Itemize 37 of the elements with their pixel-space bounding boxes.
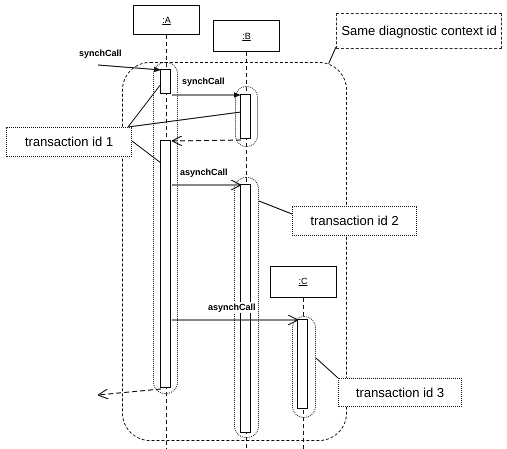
message-arrow xyxy=(98,64,162,72)
edge-label: asynchCall xyxy=(179,167,229,178)
note-text: transaction id 1 xyxy=(24,134,114,150)
object-box xyxy=(270,266,336,298)
leader-line xyxy=(128,112,242,128)
transaction-group xyxy=(234,86,258,146)
return-arrow xyxy=(98,388,162,400)
edge-label: synchCall xyxy=(181,76,226,87)
leader-line xyxy=(128,84,162,128)
note-text: Same diagnostic context id xyxy=(340,23,498,39)
edge-label: asynchCall xyxy=(207,302,257,313)
message-arrow xyxy=(172,314,298,326)
transaction-group xyxy=(152,62,178,394)
leader-line xyxy=(316,358,338,378)
transaction-group xyxy=(292,316,316,418)
object-box xyxy=(133,5,200,35)
message-arrow xyxy=(172,92,242,98)
leader-line xyxy=(328,46,336,64)
activation-bar xyxy=(160,140,171,388)
leader-line xyxy=(258,200,292,214)
activation-bar xyxy=(297,319,308,409)
object-name: :C xyxy=(298,276,308,287)
edge-label: synchCall xyxy=(78,48,123,59)
return-arrow xyxy=(172,135,242,146)
object-name: :A xyxy=(161,14,172,26)
note-text: transaction id 3 xyxy=(354,384,446,400)
leader-line xyxy=(132,140,162,164)
object-name: :B xyxy=(241,30,252,42)
note-box xyxy=(336,13,502,49)
object-box xyxy=(213,20,280,52)
activation-bar xyxy=(160,69,171,94)
activation-bar xyxy=(240,94,251,139)
note-box xyxy=(6,127,132,157)
note-box xyxy=(292,206,417,236)
note-text: transaction id 2 xyxy=(309,213,400,229)
note-box xyxy=(338,378,462,407)
message-arrow xyxy=(172,180,242,190)
